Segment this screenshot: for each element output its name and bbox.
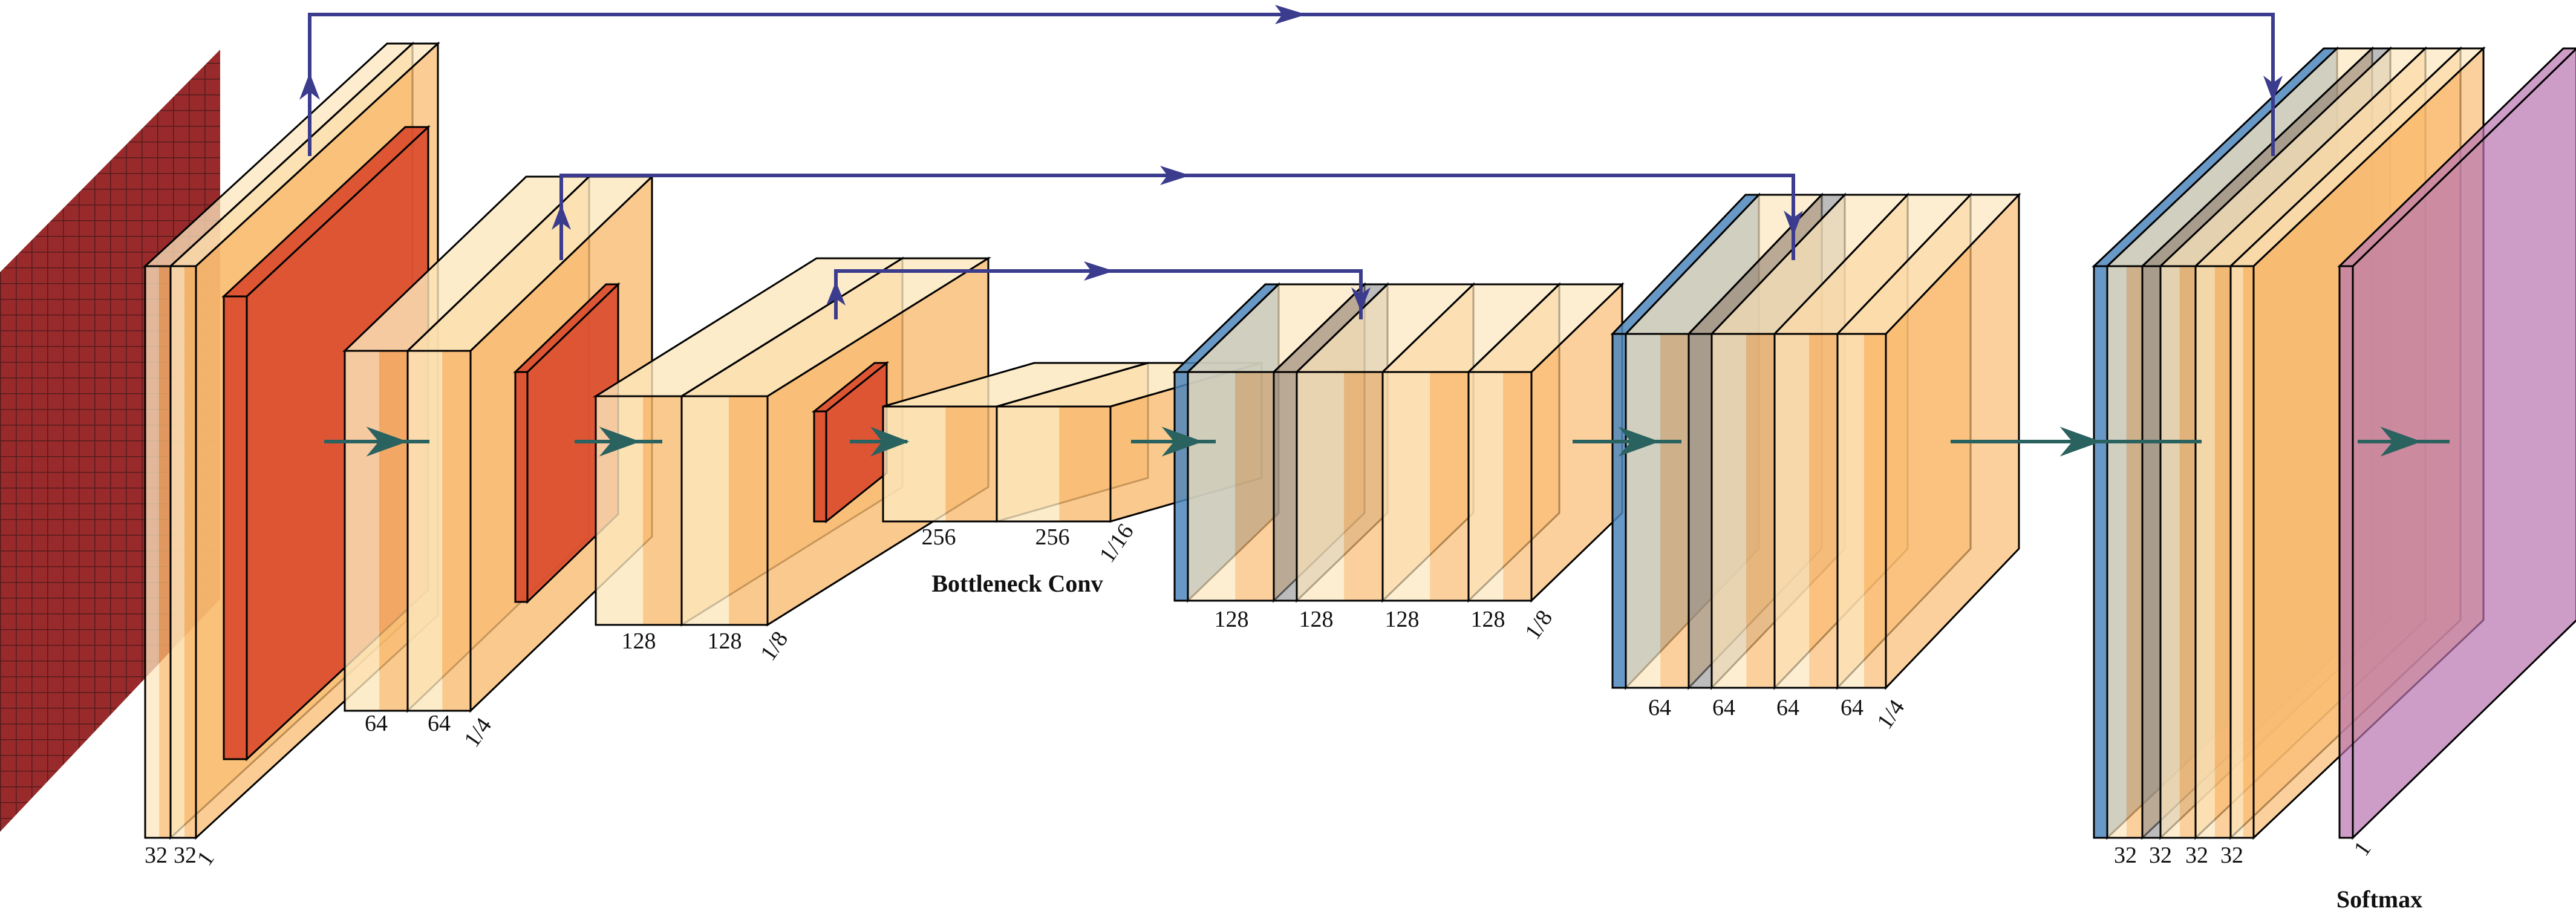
dec1-concat-front xyxy=(2141,265,2162,839)
bottleneck-conv2-front-a xyxy=(997,407,1060,521)
dec1-channel-label: 32 xyxy=(2185,843,2208,868)
skip-up-arrowhead-2 xyxy=(552,204,571,230)
dec3-conv1-front-b xyxy=(1235,372,1274,601)
skip-down-arrowhead-3 xyxy=(1351,287,1371,312)
dec1-conv4-front-a xyxy=(2231,266,2243,838)
dec3-scale-label: 1/8 xyxy=(1520,606,1557,644)
dec1-conv1-front-a xyxy=(2107,266,2127,838)
dec2-conv1-front-a xyxy=(1626,334,1661,688)
flow-arrowhead-1 xyxy=(366,426,408,457)
flow-arrowhead-5 xyxy=(1618,426,1660,457)
dec3-conv2-front-b xyxy=(1344,372,1383,601)
dec3-concat-front xyxy=(1273,371,1298,602)
dec3-channel-label: 128 xyxy=(1215,607,1249,632)
dec1-conv1-front-b xyxy=(2126,266,2142,838)
enc1-conv1-front-a xyxy=(145,266,160,838)
enc1-channel-label: 32 xyxy=(174,843,197,868)
dec3-conv1-front-a xyxy=(1188,372,1236,601)
dec2-conv4-front-b xyxy=(1864,334,1886,688)
dec3-channel-label: 128 xyxy=(1471,607,1505,632)
dec3-unpool-front xyxy=(1173,371,1189,602)
dec3-channel-label: 128 xyxy=(1385,607,1420,632)
softmax-caption: Softmax xyxy=(2336,886,2422,911)
skip-right-arrowhead-2 xyxy=(1160,166,1190,185)
skip-arrow-level2 xyxy=(559,174,1795,260)
skip-arrowheads xyxy=(299,5,2283,312)
enc3-conv1-front-b xyxy=(643,396,682,625)
skip-right-arrowhead-1 xyxy=(1275,5,1306,24)
dec1-conv3-front-a xyxy=(2196,266,2215,838)
flow-arrowhead-6 xyxy=(2059,426,2101,457)
output-scale-label: 1 xyxy=(2349,837,2376,861)
dec2-unpool-front xyxy=(1611,333,1627,689)
dec2-conv3-front-a xyxy=(1775,334,1810,688)
skip-down-arrowhead-1 xyxy=(2263,76,2283,102)
dec1-conv2-front-b xyxy=(2179,266,2196,838)
dec2-conv1-front-b xyxy=(1660,334,1689,688)
enc3-pool-front xyxy=(813,410,827,523)
bottleneck-scale-label: 1/16 xyxy=(1095,519,1139,567)
bottleneck-conv1-front-a xyxy=(883,407,946,521)
flow-arrows xyxy=(324,426,2450,457)
enc3-scale-label: 1/8 xyxy=(755,627,793,665)
dec2-conv4-front-a xyxy=(1837,334,1864,688)
enc3-channel-label: 128 xyxy=(708,629,742,654)
dec2-channel-label: 64 xyxy=(1712,695,1735,720)
skip-right-arrowhead-3 xyxy=(1084,261,1114,281)
dec1-channel-label: 32 xyxy=(2149,843,2172,868)
skip-up-arrowhead-1 xyxy=(299,73,320,100)
skip-arrow-level1 xyxy=(308,13,2275,156)
dec2-conv2-front-a xyxy=(1712,334,1747,688)
dec2-channel-label: 64 xyxy=(1776,695,1799,720)
dec1-conv2-front-a xyxy=(2160,266,2180,838)
enc3-conv2-front-b xyxy=(729,396,768,625)
enc2-conv2-front-b xyxy=(442,351,471,711)
enc2-pool-front xyxy=(514,371,529,603)
dec3-conv3-front-a xyxy=(1383,372,1430,601)
dec1-channel-label: 32 xyxy=(2114,843,2137,868)
dec2-conv3-front-b xyxy=(1809,334,1837,688)
dec1-unpool-front xyxy=(2093,265,2108,839)
enc2-conv1-front-a xyxy=(345,351,380,711)
enc1-pool-front xyxy=(223,295,248,760)
dec3-conv2-front-a xyxy=(1297,372,1345,601)
layer-blocks xyxy=(143,41,2576,840)
dec2-scale-label: 1/4 xyxy=(1872,695,1909,734)
flow-arrowhead-2 xyxy=(599,426,641,457)
dec3-channel-label: 128 xyxy=(1299,607,1334,632)
dec3-conv3-front-b xyxy=(1430,372,1469,601)
enc3-channel-label: 128 xyxy=(622,629,656,654)
bottleneck-channel-label: 256 xyxy=(1035,524,1070,550)
bottleneck-conv1-front-b xyxy=(945,407,997,521)
skip-down-arrowhead-2 xyxy=(1784,211,1803,236)
enc2-conv1-front-b xyxy=(379,351,408,711)
flow-arrowhead-7 xyxy=(2380,426,2422,457)
dec1-channel-label: 32 xyxy=(2220,843,2243,868)
bottleneck-caption: Bottleneck Conv xyxy=(931,570,1103,597)
enc1-conv2-front-a xyxy=(171,266,185,838)
skip-up-arrowhead-3 xyxy=(826,281,846,305)
enc1-channel-label: 32 xyxy=(145,843,168,868)
enc1-conv2-front-b xyxy=(184,266,196,838)
bottleneck-conv2-front-b xyxy=(1059,407,1110,521)
dec1-conv4-front-b xyxy=(2243,266,2254,838)
enc1-conv1-front-b xyxy=(159,266,171,838)
bottleneck-channel-label: 256 xyxy=(922,524,956,550)
enc2-channel-label: 64 xyxy=(428,711,451,736)
dec2-concat-front xyxy=(1687,333,1713,689)
dec1-conv3-front-b xyxy=(2214,266,2231,838)
flow-arrowhead-3 xyxy=(870,426,910,457)
enc2-conv2-front-a xyxy=(408,351,443,711)
softmax-output-front xyxy=(2338,265,2354,839)
enc2-scale-label: 1/4 xyxy=(459,713,497,752)
dec2-channel-label: 64 xyxy=(1841,695,1864,720)
dec2-channel-label: 64 xyxy=(1648,695,1671,720)
flow-arrowhead-4 xyxy=(1161,426,1203,457)
enc2-channel-label: 64 xyxy=(365,711,388,736)
dec3-conv4-front-b xyxy=(1503,372,1531,601)
dec3-conv4-front-a xyxy=(1469,372,1504,601)
enc3-conv2-front-a xyxy=(682,396,729,625)
dec2-conv2-front-b xyxy=(1746,334,1775,688)
